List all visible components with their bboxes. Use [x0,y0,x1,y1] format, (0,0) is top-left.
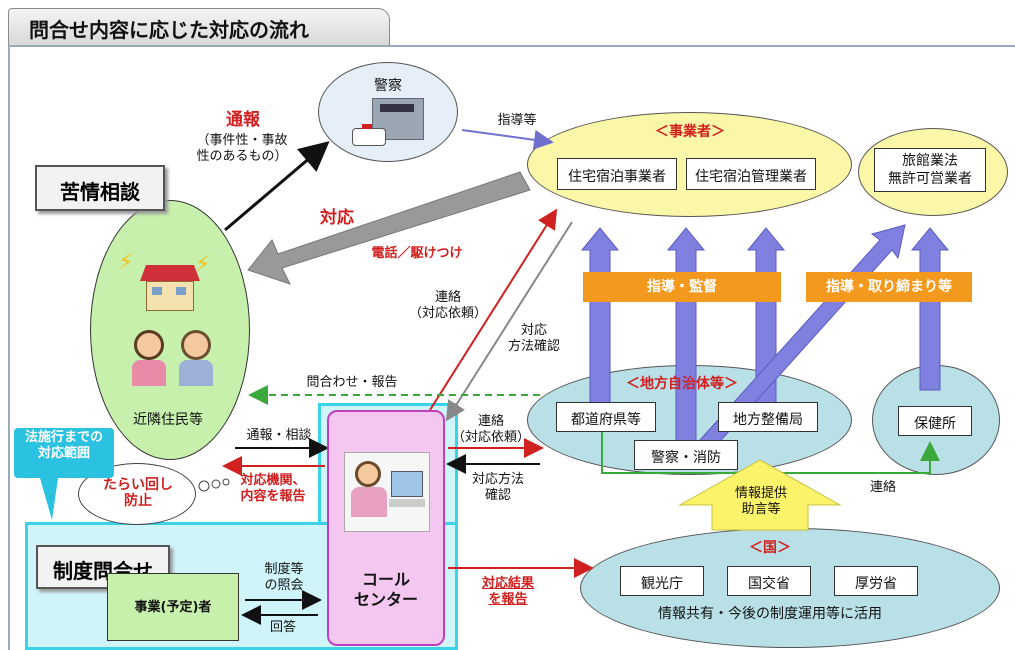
business-label: 事業(予定)者 [134,600,212,615]
prefecture-box: 都道府県等 [556,402,656,432]
system-inquiry-heading: 制度問合せ [36,545,170,589]
prevent-label: たらい回し 防止 [103,477,173,509]
page-title: 問合せ内容に応じた対応の流れ [8,8,390,46]
report-consult-label: 通報・相談 [246,428,312,443]
residents-person-icon [128,330,170,386]
result-report-label: 対応結果 を報告 [481,576,534,607]
answer-label: 回答 [269,620,296,635]
renraku-label: 連絡 [869,480,896,495]
guidance-arrow [461,129,554,150]
business-box [107,573,239,641]
national-title: ＜国＞ [749,540,791,556]
guidance-supervision-bar: 指導・監督 [583,272,781,302]
residents-label: 近隣住民等 [133,412,203,428]
health-center-box: 保健所 [898,406,972,436]
unlicensed-box: 旅館業法 無許可営業者 [874,148,986,192]
police-fire-box: 警察・消防 [634,440,738,470]
response-arrow [247,171,531,285]
tourism-box: 観光庁 [620,566,704,596]
purple-arrow-2 [666,227,706,446]
unlicensed-line2: 無許可営業者 [888,171,972,187]
unlicensed-line1: 旅館業法 [902,153,958,169]
contact-request-label: 連絡 （対応依頼） [408,290,487,321]
method-confirm-label: 対応 方法確認 [507,323,560,354]
report-note: （事件性・事故 性のあるもの） [196,133,288,164]
response-label: 対応 [320,208,354,228]
frame-left-border [8,45,10,650]
operator-person-icon [344,452,430,532]
inquiry-report-label: 問合わせ・報告 [306,375,398,390]
purple-arrow-4 [910,227,950,391]
info-advice-label: 情報提供 助言等 [734,486,787,517]
operators-title: ＜事業者＞ [655,124,725,140]
inquiry-label: 制度等 の照会 [264,562,304,593]
title-divider [8,45,1015,47]
info-advice-arrow [678,459,842,531]
notify-agency-label: 対応機関、 内容を報告 [240,473,306,504]
police-ellipse [318,62,458,162]
call-center-label: コール センター [353,570,418,609]
contact-request2-label: 連絡 （対応依頼） [451,414,530,445]
house-icon [140,265,200,311]
residents-ellipse [90,200,250,460]
scope-callout-label: 法施行までの 対応範囲 [24,430,103,461]
operator-box-2: 住宅宿泊管理業者 [686,158,816,190]
guidance-enforcement-bar: 指導・取り締まり等 [806,272,972,302]
operator-box-1: 住宅宿泊事業者 [557,158,677,190]
bureau-box: 地方整備局 [718,402,818,432]
phone-rush-label: 電話／駆けつけ [371,246,463,261]
report-label: 通報 [226,110,260,130]
mhlw-box: 厚労省 [834,566,918,596]
police-building-icon [352,98,432,150]
method-confirm2-label: 対応方法 確認 [471,472,524,503]
contact-request-arrow [429,208,558,411]
report-arrow [224,141,330,232]
mlit-box: 国交省 [727,566,811,596]
complaint-heading: 苦情相談 [35,165,165,211]
anger-icon: ⚡ [195,252,211,277]
local-gov-title: ＜地方自治体等＞ [626,376,738,392]
police-label: 警察 [374,78,402,94]
method-confirm-arrow [445,221,573,422]
guidance-label: 指導等 [497,113,537,128]
scope-callout [14,428,114,478]
national-share-label: 情報共有・今後の制度運用等に活用 [658,606,882,622]
anger-icon: ⚡ [118,250,134,275]
residents-person-icon [175,330,217,386]
